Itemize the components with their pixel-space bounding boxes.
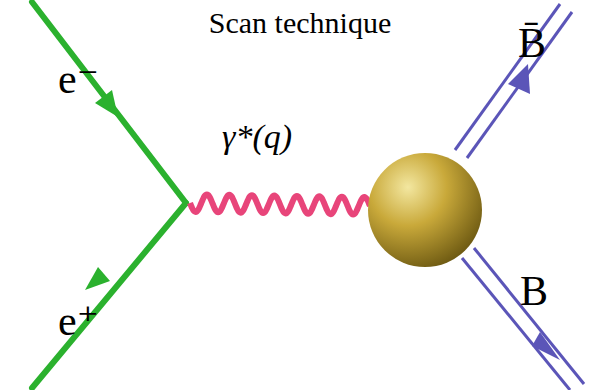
particle-label: γ*(q) xyxy=(222,120,292,154)
electron-line xyxy=(32,2,186,203)
particle-label: B̄ xyxy=(518,22,546,64)
vertex-blob xyxy=(368,153,482,267)
particle-label: e⁺ xyxy=(58,300,99,342)
particle-label: e⁻ xyxy=(58,58,99,100)
positron-line xyxy=(32,203,186,388)
photon-line xyxy=(190,194,370,214)
title: Scan technique xyxy=(209,8,391,38)
particle-label: B xyxy=(520,270,548,312)
